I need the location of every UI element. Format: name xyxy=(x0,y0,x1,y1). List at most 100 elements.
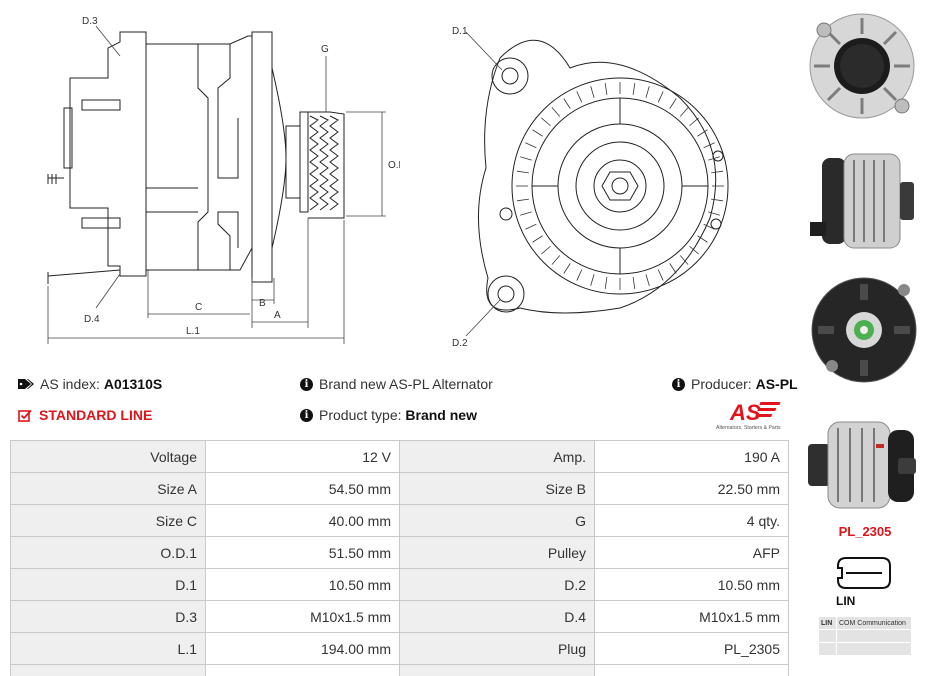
vent-slot xyxy=(703,223,715,230)
as-index-row: AS index: A01310S xyxy=(18,376,162,392)
vent-slot xyxy=(645,274,650,286)
spec-label: L.1 xyxy=(10,632,206,665)
pin-description xyxy=(836,629,912,643)
vent-slot xyxy=(657,269,664,281)
spec-label: O.D.1 xyxy=(10,536,206,569)
pin-id xyxy=(818,642,837,656)
plug-name: LIN xyxy=(836,594,856,608)
side-label-b: B xyxy=(259,298,266,309)
vent-slot xyxy=(604,277,608,289)
side-label-d3: D.3 xyxy=(82,16,98,27)
vent-slot xyxy=(697,129,708,137)
vent-slot xyxy=(590,86,595,98)
vent-slot xyxy=(551,107,561,117)
product-photo-front[interactable] xyxy=(804,266,922,390)
spec-value: 12 V xyxy=(205,440,400,473)
vent-slot xyxy=(517,198,529,202)
vent-slot xyxy=(525,223,537,230)
spec-value: 40.00 mm xyxy=(205,504,400,537)
spec-label: Size A xyxy=(10,472,206,505)
side-label-g: G xyxy=(321,44,329,55)
pin-row xyxy=(818,629,912,643)
spec-label: Pulley xyxy=(399,536,595,569)
spec-label: D.2 xyxy=(399,568,595,601)
spec-value: 54.50 mm xyxy=(205,472,400,505)
product-photo-rear[interactable] xyxy=(804,4,922,128)
vent-slot xyxy=(563,98,571,109)
side-label-od1: O.D.1 xyxy=(388,160,400,171)
product-photo-side[interactable] xyxy=(804,138,922,262)
vent-slot xyxy=(669,98,677,109)
side-label-c: C xyxy=(195,302,202,313)
spec-label: D.1 xyxy=(10,568,206,601)
check-square-icon xyxy=(18,409,32,422)
pin-id xyxy=(818,629,837,643)
vent-slot xyxy=(532,129,543,137)
spec-label: Plug xyxy=(399,632,595,665)
front-label-d1: D.1 xyxy=(452,26,468,37)
spec-label: Amp. xyxy=(399,440,595,473)
pin-id: LIN xyxy=(818,616,837,630)
vent-slot xyxy=(520,156,532,161)
front-technical-drawing: D.1 D.2 xyxy=(452,26,729,348)
plug-code[interactable]: PL_2305 xyxy=(838,524,892,539)
side-technical-drawing: D.3 D.4 G O.D.1 B C A L.1 xyxy=(47,16,400,344)
vent-slot xyxy=(532,235,543,243)
spec-label: Voltage xyxy=(10,440,206,473)
product-type-value: Brand new xyxy=(405,407,477,423)
product-type-label: Product type: xyxy=(319,407,402,423)
vent-slot xyxy=(632,277,636,289)
svg-text:Alternators, Starters & Parts: Alternators, Starters & Parts xyxy=(716,425,781,431)
spec-label: D.3 xyxy=(10,600,206,633)
info-circle-icon: i xyxy=(300,377,313,391)
info-circle-icon: i xyxy=(300,408,313,422)
spec-value: 51.50 mm xyxy=(205,536,400,569)
vent-slot xyxy=(541,245,551,255)
brand-new-text: Brand new AS-PL Alternator xyxy=(319,376,493,392)
spec-value: 10.50 mm xyxy=(205,568,400,601)
vent-slot xyxy=(604,83,608,95)
spec-value: 4 qty. xyxy=(594,504,789,537)
spec-label: COM ID xyxy=(10,664,206,676)
vent-slot xyxy=(590,274,595,286)
spec-value: 194.00 mm xyxy=(205,632,400,665)
standard-line-text: STANDARD LINE xyxy=(39,407,153,423)
tags-icon xyxy=(18,379,34,389)
vent-slot xyxy=(520,211,532,216)
spec-value: M10x1.5 mm xyxy=(205,600,400,633)
side-label-l1: L.1 xyxy=(186,326,200,337)
spec-value: 10.50 mm xyxy=(594,568,789,601)
side-label-d4: D.4 xyxy=(84,314,100,325)
product-photo-angle[interactable] xyxy=(804,400,922,524)
spec-value: 190 A xyxy=(594,440,789,473)
spec-value: AFP xyxy=(594,536,789,569)
vent-slot xyxy=(711,170,723,174)
spec-value: PL_2305 xyxy=(594,632,789,665)
aspl-logo: AS Alternators, Starters & Parts xyxy=(716,400,781,431)
vent-slot xyxy=(679,255,689,265)
vent-slot xyxy=(689,245,699,255)
vent-slot xyxy=(517,170,529,174)
vent-slot xyxy=(679,107,689,117)
info-circle-icon: i xyxy=(672,377,685,391)
vent-slot xyxy=(669,263,677,274)
vent-slot xyxy=(708,156,720,161)
pin-description xyxy=(836,642,912,656)
vent-slot xyxy=(576,269,583,281)
vent-slot xyxy=(563,263,571,274)
spec-label xyxy=(399,664,595,676)
spec-value: 32 xyxy=(205,664,400,676)
vent-slot xyxy=(576,91,583,103)
producer-value: AS-PL xyxy=(755,376,798,392)
spec-label: D.4 xyxy=(399,600,595,633)
spec-value: 22.50 mm xyxy=(594,472,789,505)
vent-slot xyxy=(645,86,650,98)
